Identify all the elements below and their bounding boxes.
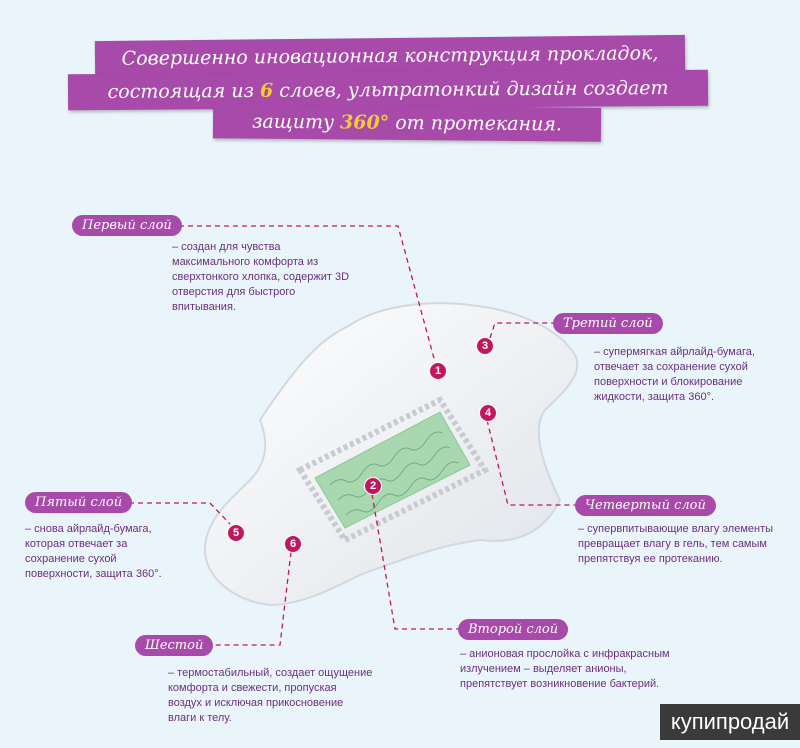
marker-3: 3 [476, 337, 494, 355]
marker-6: 6 [284, 535, 302, 553]
label-first-layer: Первый слой [72, 215, 182, 236]
label-third-layer: Третий слой [553, 313, 663, 334]
watermark-logo: купипродай [660, 704, 800, 740]
desc-fifth-layer: – снова айрлайд-бумага, которая отвечает… [25, 523, 162, 580]
label-fifth-layer: Пятый слой [25, 492, 133, 513]
desc-fourth-layer: – супервпитывающие влагу элементы превра… [578, 523, 774, 565]
desc-first-layer: – создан для чувства максимального комфо… [172, 241, 350, 313]
marker-2: 2 [364, 477, 382, 495]
leader-lines [120, 225, 575, 646]
marker-4: 4 [479, 404, 497, 422]
label-sixth-layer: Шестой [135, 635, 214, 656]
label-second-layer: Второй слой [458, 619, 569, 640]
gel-waves [329, 431, 459, 516]
desc-sixth-layer: – термостабильный, создает ощущение комф… [168, 667, 373, 724]
marker-1: 1 [429, 362, 447, 380]
marker-5: 5 [227, 524, 245, 542]
label-fourth-layer: Четвертый слой [575, 495, 716, 516]
pad-core [295, 396, 490, 544]
gel-layer [314, 411, 471, 529]
desc-second-layer: – анионовая прослойка с инфракрасным изл… [460, 648, 670, 690]
desc-third-layer: – супермягкая айрлайд-бумага, отвечает з… [594, 346, 755, 403]
